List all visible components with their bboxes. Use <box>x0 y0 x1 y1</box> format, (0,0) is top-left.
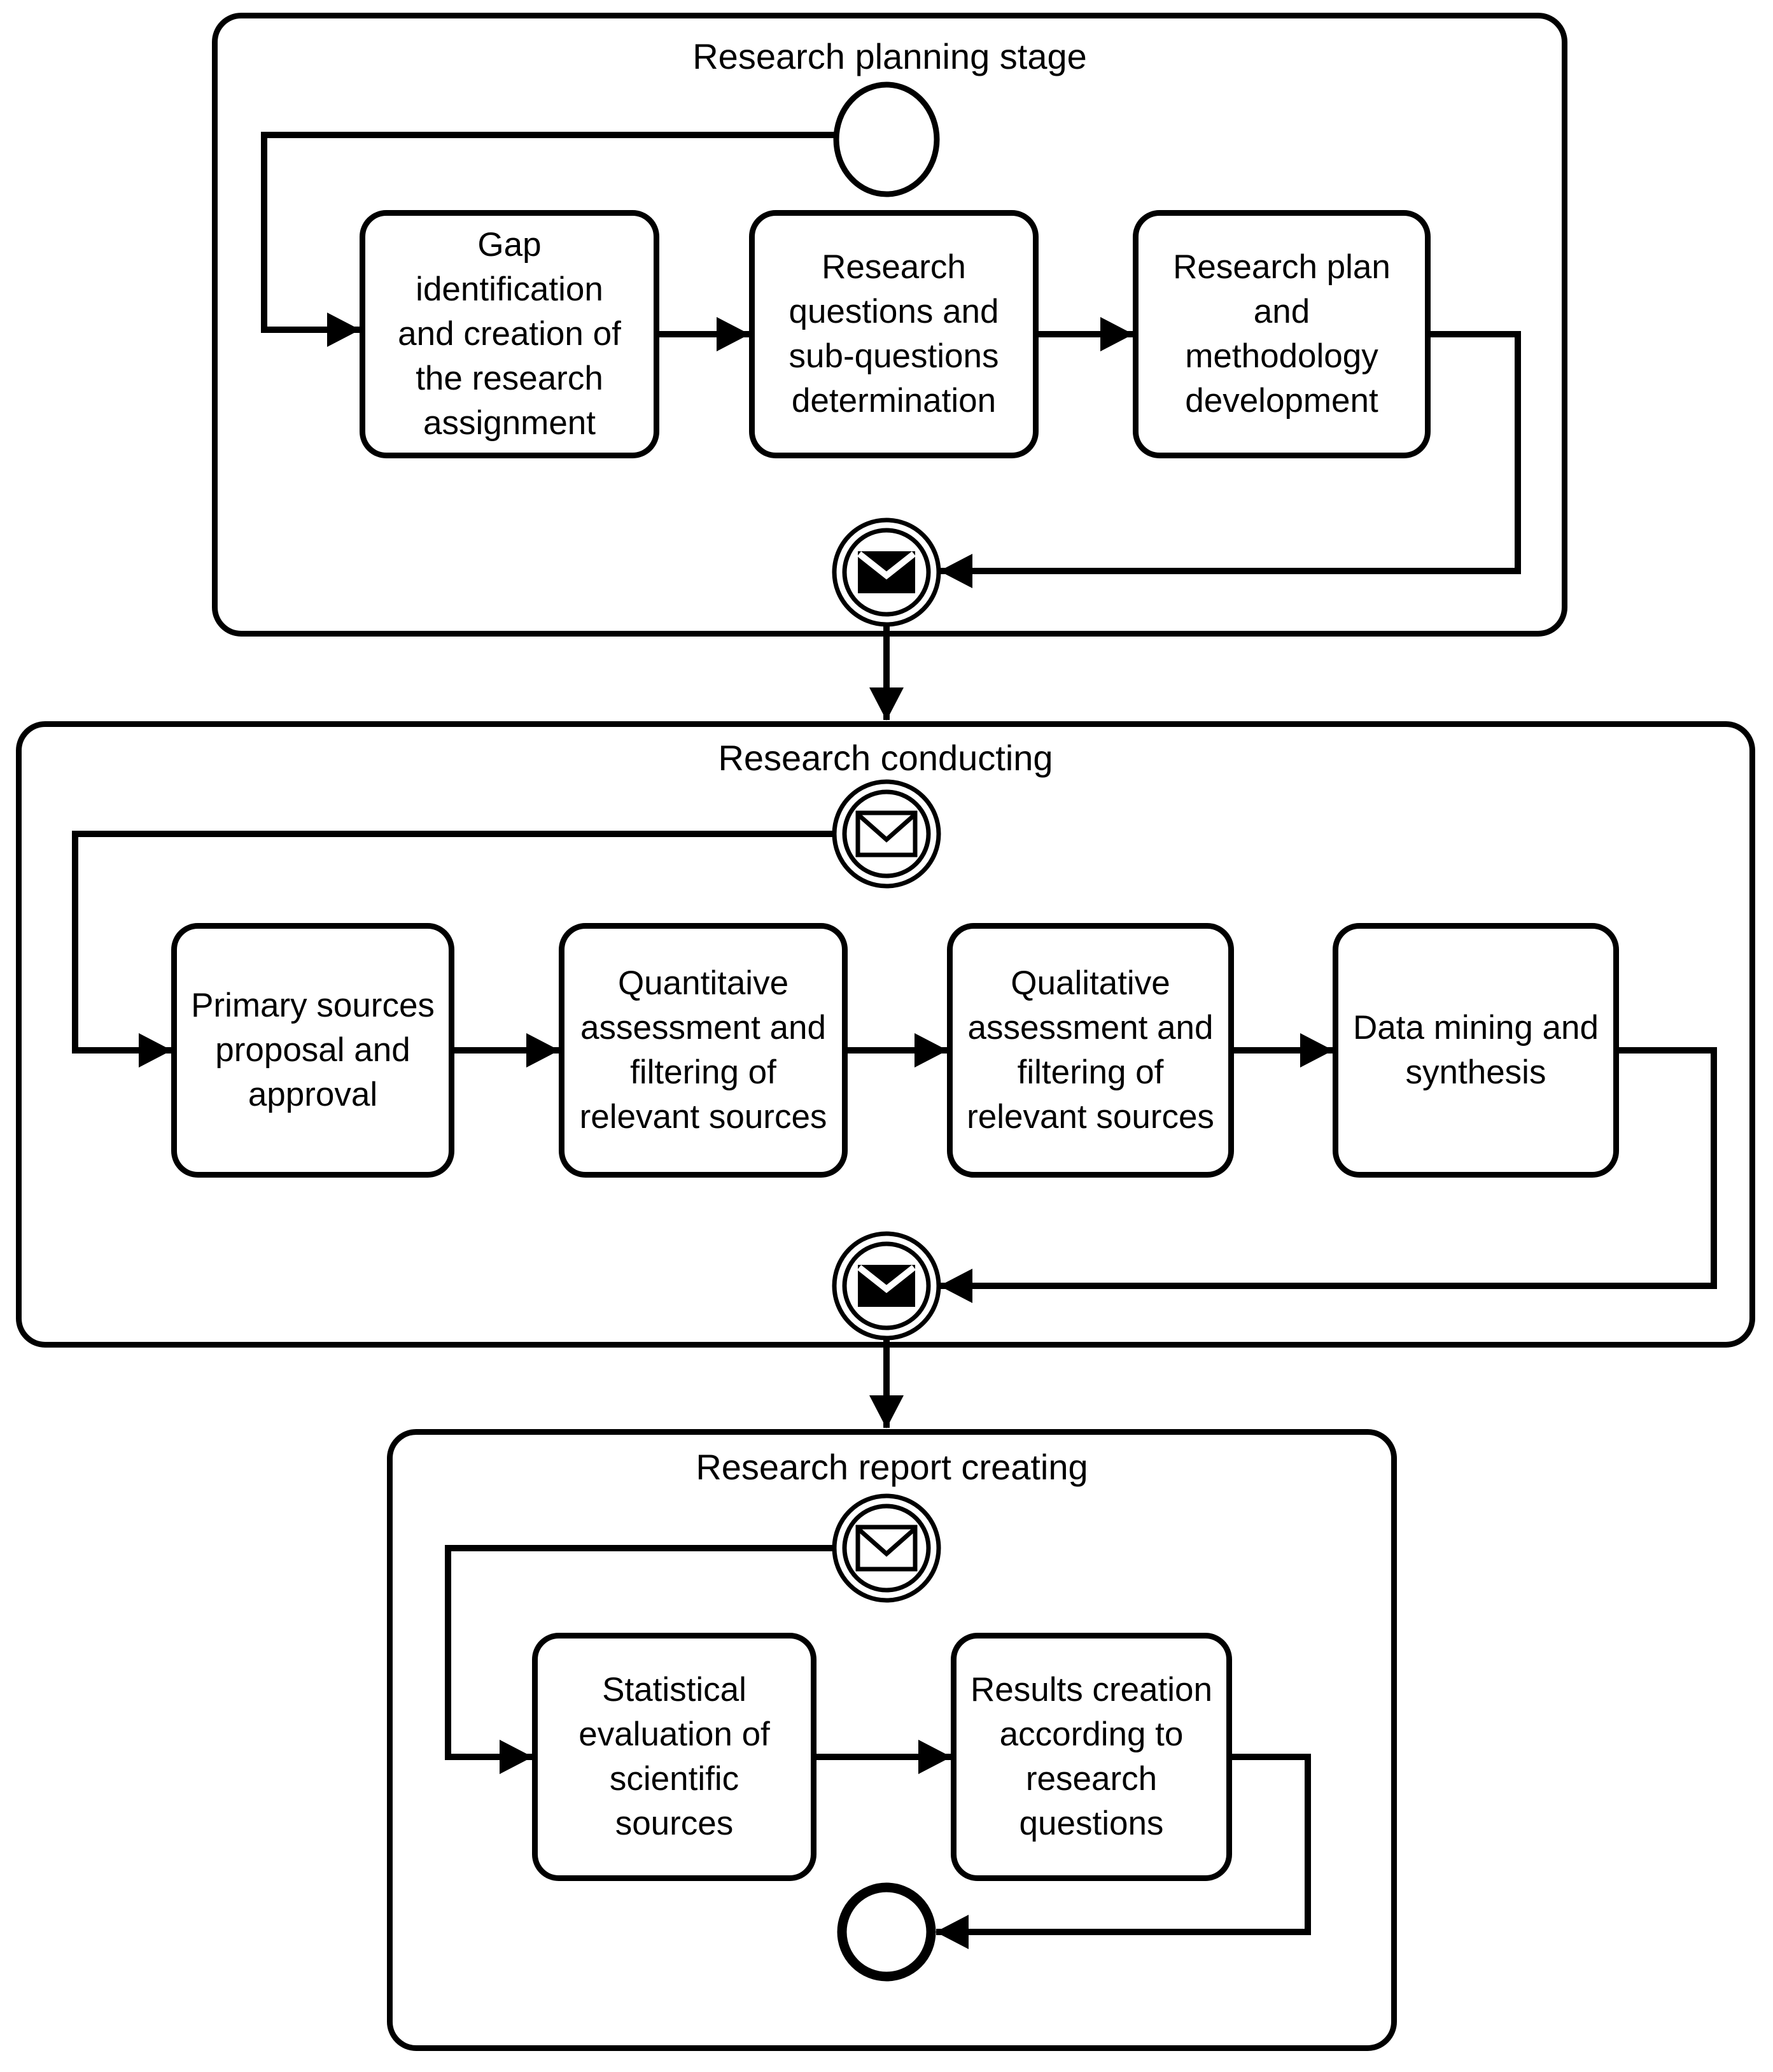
task-research-questions: Research questions and sub-questions det… <box>749 210 1039 458</box>
task-research-plan-methodology: Research plan and methodology developmen… <box>1133 210 1431 458</box>
stage-title-research-report: Research report creating <box>696 1447 1088 1487</box>
stage-container-research-report <box>387 1429 1397 2051</box>
stage-title-research-planning: Research planning stage <box>692 36 1087 76</box>
stage-title-research-conducting: Research conducting <box>718 738 1053 778</box>
task-results-creation: Results creation according to research q… <box>951 1633 1232 1881</box>
task-qualitative-assessment: Qualitative assessment and filtering of … <box>947 923 1234 1178</box>
stage-container-research-planning <box>212 13 1567 637</box>
task-quantitative-assessment: Quantitaive assessment and filtering of … <box>559 923 848 1178</box>
task-primary-sources-proposal: Primary sources proposal and approval <box>171 923 454 1178</box>
task-statistical-evaluation: Statistical evaluation of scientific sou… <box>532 1633 816 1881</box>
task-data-mining-synthesis: Data mining and synthesis <box>1333 923 1619 1178</box>
task-gap-identification: Gap identification and creation of the r… <box>360 210 659 458</box>
